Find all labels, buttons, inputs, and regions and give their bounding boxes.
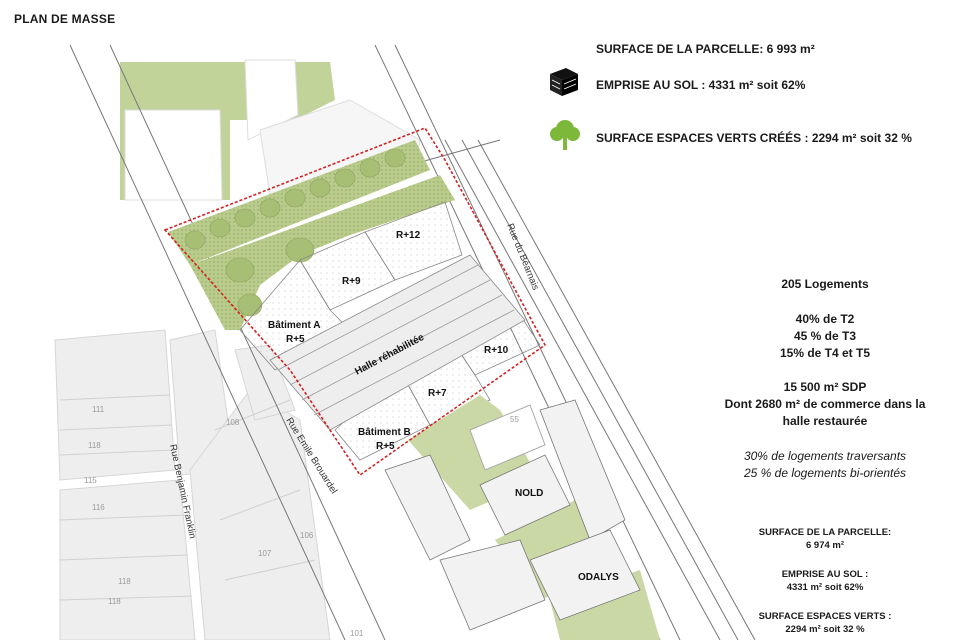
label-nold: NOLD <box>515 488 543 499</box>
summary-emprise-label: EMPRISE AU SOL : <box>781 569 869 580</box>
tree-icon <box>550 120 580 150</box>
stat-traversants: 30% de logements traversants <box>743 449 907 463</box>
svg-text:118: 118 <box>88 441 101 450</box>
svg-text:101: 101 <box>350 629 364 638</box>
site-boundary <box>163 127 547 477</box>
top-white-block-2 <box>244 59 299 141</box>
svg-text:111: 111 <box>92 405 105 414</box>
stat-t4t5: 15% de T4 et T5 <box>779 346 871 360</box>
label-odalys: ODALYS <box>578 572 619 583</box>
building-block-icon <box>550 68 578 96</box>
stat-commerce-2: halle restaurée <box>782 414 868 428</box>
svg-text:108: 108 <box>226 418 240 427</box>
label-batiment-a: Bâtiment A <box>268 320 320 331</box>
stat-t2: 40% de T2 <box>795 312 855 326</box>
svg-text:55: 55 <box>510 415 519 424</box>
stat-sdp: 15 500 m² SDP <box>783 380 867 394</box>
svg-text:118: 118 <box>108 597 121 606</box>
label-batiment-a-level: R+5 <box>286 334 305 345</box>
summary-block: SURFACE DE LA PARCELLE: 6 974 m² EMPRISE… <box>720 526 930 636</box>
svg-text:115: 115 <box>84 476 97 485</box>
stat-logements: 205 Logements <box>781 277 869 291</box>
halle-rehabilitee <box>269 254 526 431</box>
roads <box>69 44 756 640</box>
parcel-lines <box>59 394 316 601</box>
top-white-block <box>124 109 223 201</box>
stats-block: 205 Logements 40% de T2 45 % de T3 15% d… <box>700 276 950 482</box>
parcel-numbers: 111 118 115 116 108 107 106 118 118 101 … <box>84 405 519 638</box>
label-r12: R+12 <box>396 230 421 241</box>
stat-commerce-1: Dont 2680 m² de commerce dans la <box>724 397 926 411</box>
legend-surface: SURFACE DE LA PARCELLE: 6 993 m² <box>596 42 815 56</box>
label-r9: R+9 <box>342 276 361 287</box>
legend-emprise: EMPRISE AU SOL : 4331 m² soit 62% <box>596 78 806 92</box>
stat-t3: 45 % de T3 <box>793 329 857 343</box>
summary-surface-label: SURFACE DE LA PARCELLE: <box>758 527 892 538</box>
summary-espaces-value: 2294 m² soit 32 % <box>785 624 865 635</box>
trees-north <box>184 148 406 317</box>
label-batiment-b-level: R+5 <box>376 441 395 452</box>
svg-text:116: 116 <box>92 503 105 512</box>
page-title: PLAN DE MASSE <box>14 12 116 26</box>
svg-text:107: 107 <box>258 549 272 558</box>
south-blocks <box>384 399 641 631</box>
west-green-garden <box>190 175 455 330</box>
label-batiment-b: Bâtiment B <box>358 427 411 438</box>
summary-espaces-label: SURFACE ESPACES VERTS : <box>758 611 892 622</box>
svg-text:118: 118 <box>118 577 131 586</box>
svg-text:106: 106 <box>300 531 314 540</box>
label-r7: R+7 <box>428 388 447 399</box>
legend-espaces: SURFACE ESPACES VERTS CRÉÉS : 2294 m² so… <box>596 131 912 145</box>
label-r10: R+10 <box>484 345 509 356</box>
halle-roof-lines <box>277 264 515 416</box>
summary-emprise-value: 4331 m² soit 62% <box>786 582 864 593</box>
stat-bi-orientes: 25 % de logements bi-orientés <box>743 466 907 480</box>
summary-surface-value: 6 974 m² <box>805 540 845 551</box>
